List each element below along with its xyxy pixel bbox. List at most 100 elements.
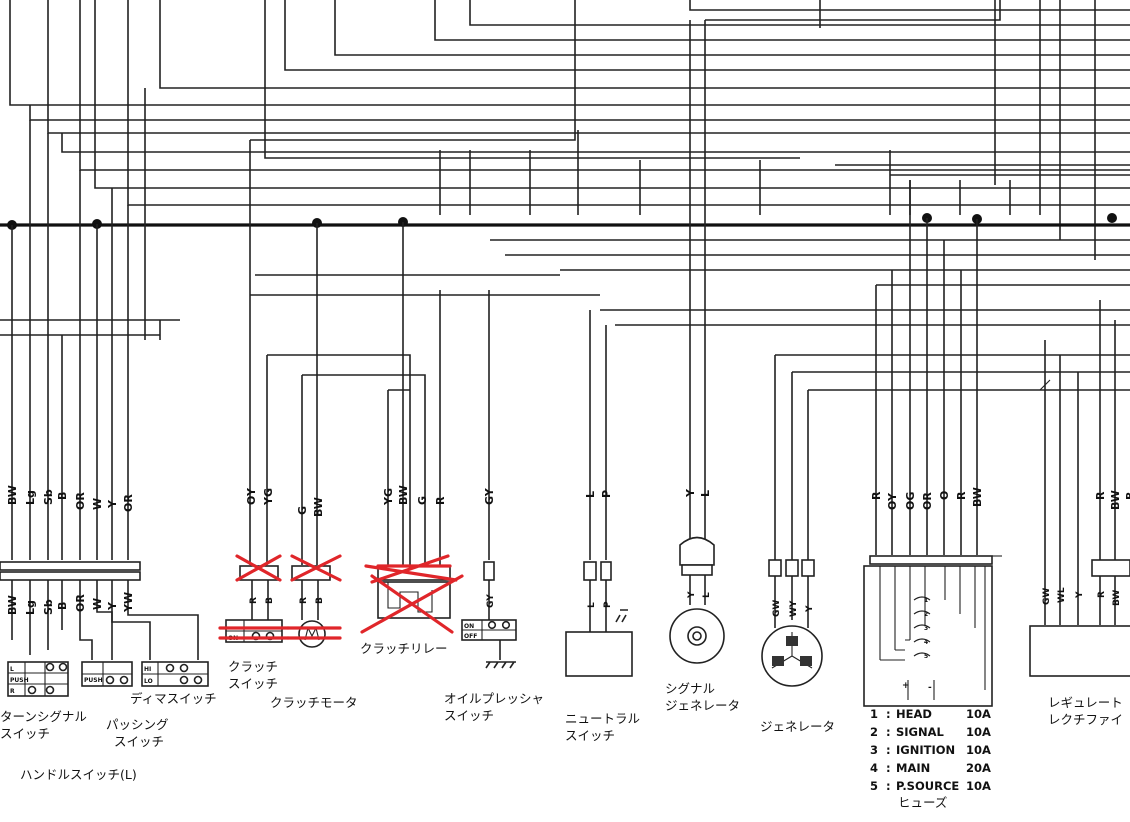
fuse-rating: 10A	[966, 707, 991, 721]
fuse-number: 2	[870, 725, 879, 739]
fuse-number: 1	[870, 707, 879, 721]
wire-label: YG	[262, 488, 275, 506]
generator-connector	[768, 559, 782, 577]
mark-passing-push: PUSH	[84, 677, 103, 684]
main-bus	[0, 213, 1130, 230]
fuse-name: IGNITION	[896, 743, 956, 757]
fuse-box-body	[863, 565, 993, 707]
wire-label: B	[265, 597, 275, 604]
wire-label: WY	[789, 600, 799, 617]
regulator-connector	[1091, 559, 1130, 577]
fuse-rating: 10A	[966, 743, 991, 757]
mark-oil-on: ON	[464, 623, 474, 630]
clutch-motor-symbol	[298, 620, 326, 648]
wire-label: OY	[245, 487, 258, 505]
svg-text:-: -	[928, 683, 932, 693]
wire-label: Y	[687, 591, 697, 599]
wire-label: Y	[106, 499, 119, 509]
wire-label: L	[702, 592, 712, 598]
fuse-separator: :	[886, 725, 891, 739]
svg-text:5: 5	[924, 653, 928, 660]
generator-label: ジェネレータ	[760, 719, 836, 734]
neutral-connector	[583, 561, 597, 581]
wire-label: B	[56, 492, 69, 500]
wire-label: P	[600, 490, 613, 498]
wire-label: R	[299, 597, 309, 604]
handle-connector-bottom	[0, 571, 141, 581]
neutral-switch-group: L P L P	[565, 310, 633, 677]
wire-label: OR	[122, 494, 135, 512]
clutch-switch-group: ON R B OY YG	[218, 140, 411, 643]
clutch-relay-label: クラッチリレー	[360, 641, 448, 656]
wire-label: BW	[312, 497, 325, 517]
handle-connector-top	[0, 561, 141, 571]
fuse-name: MAIN	[896, 761, 931, 775]
wire-label: R	[434, 496, 447, 505]
handle-bottom-labels: BW Lg Sb B OR W Y YW	[6, 592, 135, 615]
wire-label: R	[955, 491, 968, 500]
oil-pressure-switch-group: ON OFF GY GY	[461, 290, 517, 669]
regulator-body	[1029, 625, 1130, 677]
wire-label: R	[1094, 491, 1107, 500]
mark-r: R	[10, 688, 15, 695]
fuse-legend-row: 1: HEAD 10A	[870, 707, 991, 721]
wire-label: R	[1097, 591, 1107, 598]
fuse-name: HEAD	[896, 707, 932, 721]
wire-label: BW	[1112, 590, 1122, 606]
passing-switch-label: パッシング スイッチ	[106, 717, 169, 749]
wire-label: G	[416, 496, 429, 505]
wire-label: Y	[684, 488, 697, 498]
wire-label: OR	[74, 594, 87, 612]
mark-l: L	[10, 666, 14, 673]
signal-generator-group: Y L Y L	[669, 20, 725, 664]
strike-mark	[286, 626, 342, 640]
wire-label: Sb	[42, 489, 55, 505]
wire-label: WL	[1057, 587, 1067, 603]
fuse-number: 5	[870, 779, 879, 793]
mark-push: PUSH	[10, 677, 29, 684]
signal-gen-grommet	[679, 536, 715, 566]
wire-label: BW	[6, 595, 19, 615]
svg-text:3: 3	[924, 625, 928, 632]
clutch-motor-group: R B G BW	[286, 223, 426, 648]
wire-label: GW	[772, 600, 782, 617]
wire-label: OR	[74, 492, 87, 510]
mark-oil-off: OFF	[464, 633, 477, 640]
wire-grid	[0, 0, 1130, 336]
fuse-rating: 10A	[966, 779, 991, 793]
svg-text:+: +	[902, 681, 910, 691]
wire-label: R	[870, 491, 883, 500]
wire-label: BW	[1109, 490, 1122, 510]
wire-label: B	[1124, 492, 1130, 500]
wire-label: GW	[1042, 588, 1052, 605]
strike-mark	[218, 626, 290, 640]
wire-label: BW	[397, 485, 410, 505]
wire-label: Lg	[24, 490, 37, 505]
fuse-label: ヒューズ	[898, 795, 948, 810]
handle-top-labels: BW Lg Sb B OR W Y OR	[6, 485, 135, 512]
dimmer-switch-label: ディマスイッチ	[130, 691, 217, 706]
fuse-separator: :	[886, 707, 891, 721]
fuse-name: SIGNAL	[896, 725, 944, 739]
cross-out-mark	[290, 554, 342, 582]
clutch-motor-label: クラッチモータ	[270, 695, 358, 710]
wire-label: W	[91, 598, 104, 610]
neutral-switch-body	[565, 631, 633, 677]
wire-label: OY	[886, 492, 899, 510]
wire-label: B	[56, 602, 69, 610]
wire-label: L	[699, 490, 712, 497]
wire-label: BW	[971, 487, 984, 507]
svg-text:2: 2	[924, 611, 928, 618]
fuse-number: 3	[870, 743, 879, 757]
wire-label: O	[938, 491, 951, 500]
wire-label: GY	[486, 594, 496, 608]
wire-label: YG	[382, 488, 395, 506]
wire-label: R	[249, 597, 259, 604]
wire-label: Y	[1075, 591, 1085, 599]
wire-label: Sb	[42, 599, 55, 615]
